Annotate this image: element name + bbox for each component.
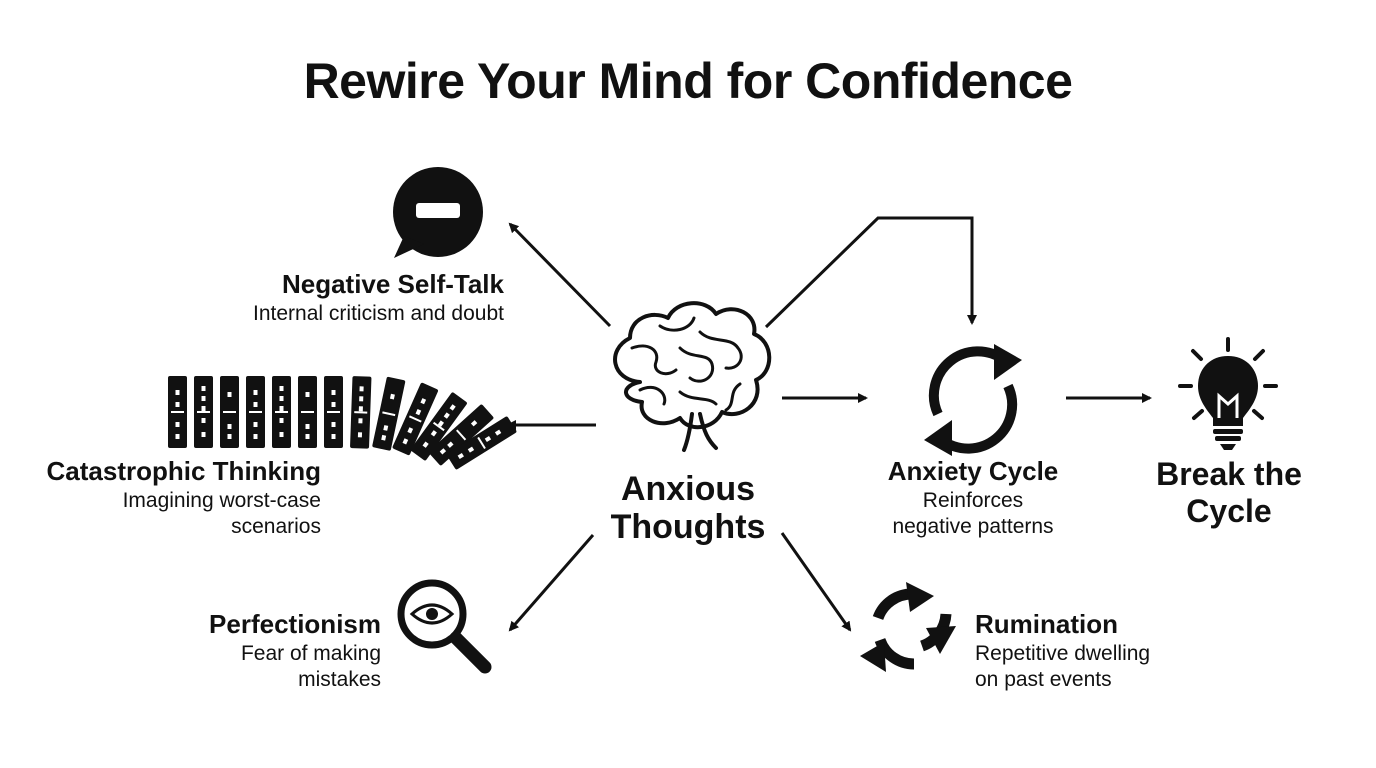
anxiety-cycle-description-line2: negative patterns [892,514,1054,538]
catastrophic-thinking-description-line2: scenarios [231,514,321,538]
anxiety-cycle-heading: Anxiety Cycle [887,456,1059,486]
domino-tile [272,376,291,448]
anxiety-cycle-description-line1: Reinforces [922,488,1024,512]
arrow-to-perfectionism [508,534,595,632]
lightbulb-icon [1178,337,1278,450]
negative-self-talk-description: Internal criticism and doubt [253,301,504,325]
domino-tile [350,376,372,449]
anxious-thoughts-line2: Thoughts [610,508,766,547]
rumination-heading: Rumination [975,609,1118,639]
break-the-cycle-node: Break the Cycle [1138,456,1320,530]
rumination-node: Rumination Repetitive dwelling on past e… [975,608,1150,693]
break-the-cycle-line2: Cycle [1186,492,1272,529]
domino-tile [324,376,343,448]
arrow-to-negative-self-talk [508,222,612,328]
domino-tile [446,416,517,470]
magnifying-glass-eye-icon [397,579,492,674]
perfectionism-description-line1: Fear of making [240,641,381,665]
falling-dominoes-icon [168,376,517,470]
domino-tile [428,404,494,466]
catastrophic-thinking-heading: Catastrophic Thinking [46,456,321,486]
rumination-description-line1: Repetitive dwelling [975,641,1151,665]
anxious-thoughts-line1: Anxious [620,470,756,508]
domino-tile [392,382,439,456]
speech-bubble-minus-icon [393,167,483,258]
domino-tile [168,376,187,448]
anxious-thoughts-node: Anxious Thoughts [578,470,798,546]
page-title: Rewire Your Mind for Confidence [303,53,1073,109]
negative-self-talk-heading: Negative Self-Talk [281,269,504,299]
brain-icon [613,301,772,452]
arrow-to-rumination [780,532,852,632]
domino-tile [246,376,265,448]
arrow-loop-to-anxiety-cycle [764,216,977,329]
break-the-cycle-line1: Break the [1156,456,1302,492]
perfectionism-node: Perfectionism Fear of making mistakes [209,608,381,693]
perfectionism-description-line2: mistakes [298,667,381,691]
rotating-arrows-icon [860,582,956,672]
domino-tile [410,392,467,461]
domino-tile [194,376,213,448]
domino-tile [372,376,406,451]
perfectionism-heading: Perfectionism [209,609,381,639]
catastrophic-thinking-description-line1: Imagining worst-case [122,488,321,512]
anxiety-cycle-node: Anxiety Cycle Reinforces negative patter… [853,455,1093,540]
cycle-arrows-icon [924,344,1022,456]
domino-tile [220,376,239,448]
catastrophic-thinking-node: Catastrophic Thinking Imagining worst-ca… [47,455,321,540]
domino-tile [298,376,317,448]
negative-self-talk-node: Negative Self-Talk Internal criticism an… [253,268,504,327]
rumination-description-line2: on past events [975,667,1112,691]
